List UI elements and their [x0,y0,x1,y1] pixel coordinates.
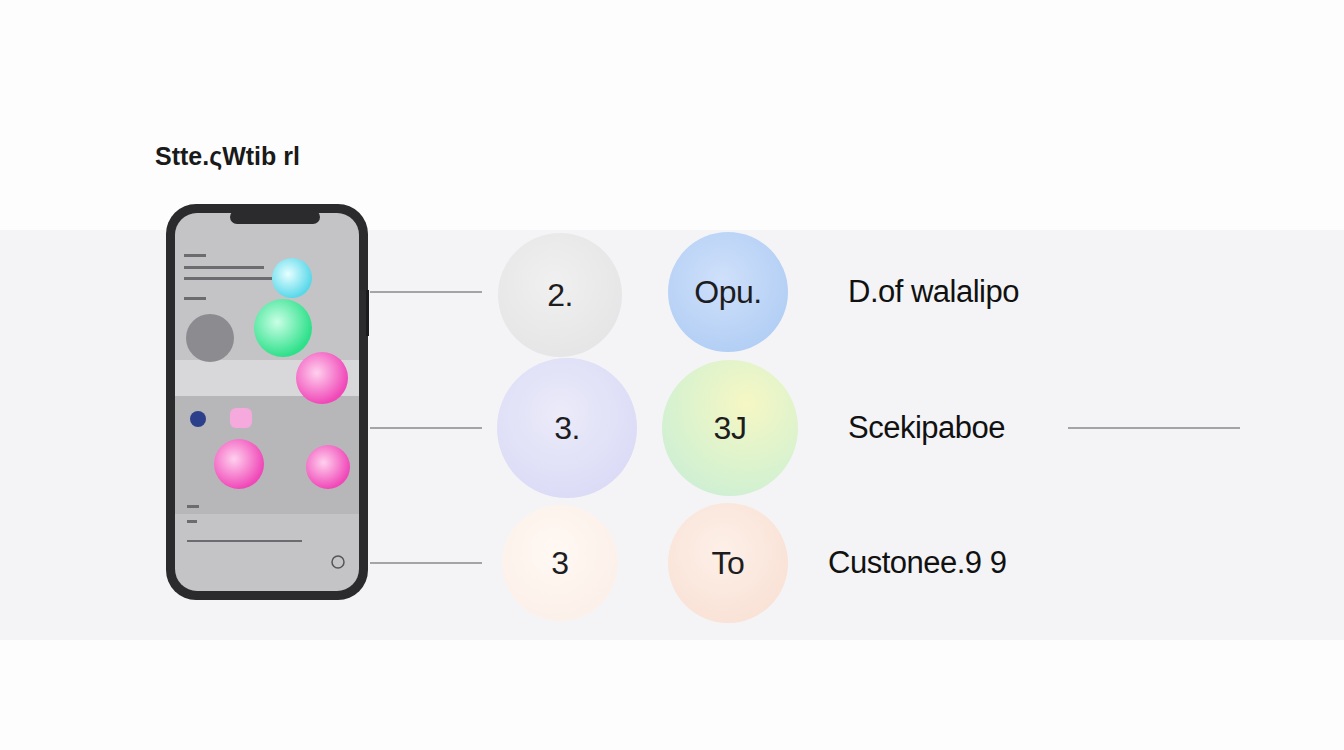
step-label: Custonee.9 9 [828,545,1006,581]
number-circle: 3J [662,360,798,496]
number-circle: Opu. [668,232,788,352]
leader-lines [370,292,1240,563]
circle-text: 2. [547,277,573,314]
screen-dot [296,352,348,404]
screen-dot [214,439,264,489]
screen-button [332,556,344,568]
screen-dot [230,408,252,428]
screen-panel [175,396,359,514]
screen-icon [190,411,206,427]
phone-button [366,290,369,336]
phone-notch [230,210,320,224]
screen-icon [186,314,234,362]
diagram-title: Stte.ςWtib rl [155,142,300,171]
circle-text: 3J [714,410,747,447]
screen-dot [306,445,350,489]
circle-text: 3 [551,545,568,582]
number-circle: 3 [502,505,618,621]
step-label: D.of walalipo [848,274,1019,310]
screen-dot [254,299,312,357]
number-circle: 2. [498,233,622,357]
screen-dot [272,258,312,298]
number-circle: To [668,503,788,623]
screen-lines [184,254,302,542]
circle-text: To [712,545,745,582]
circle-text: Opu. [694,274,761,311]
number-circle: 3. [497,358,637,498]
step-label: Scekipaboe [848,410,1009,446]
phone-screen [175,213,359,591]
phone-body [166,204,368,600]
circle-text: 3. [554,410,580,447]
